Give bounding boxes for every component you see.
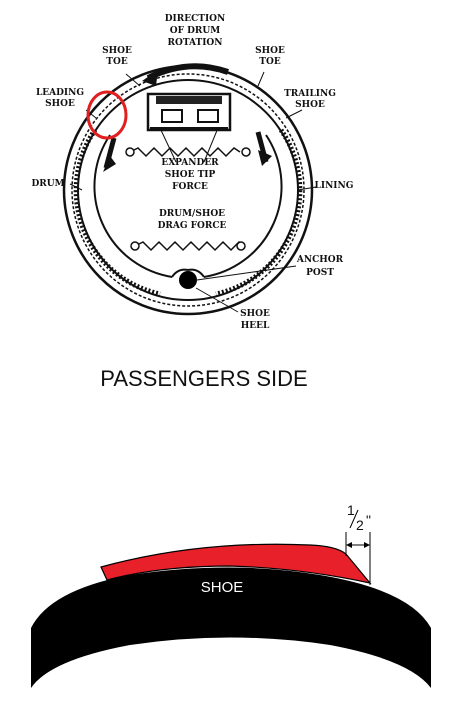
shoe-label: SHOE (201, 579, 244, 596)
leading-shoe-lining (73, 128, 161, 297)
expander-line1: EXPANDER (161, 158, 219, 168)
drum-brake-diagram: DIRECTION OF DRUM ROTATION SHOE TOE SHOE… (31, 14, 353, 331)
expander-piston-right (197, 109, 219, 123)
spring-pin (241, 147, 251, 157)
passengers-side-caption: PASSENGERS SIDE (100, 366, 307, 391)
leading-shoe (93, 134, 173, 278)
spring-pin (236, 241, 246, 251)
direction-label-line1: DIRECTION (165, 14, 226, 24)
spring-pin (130, 241, 140, 251)
trailing-shoe-line1: TRAILING (284, 89, 336, 99)
drag-force-line2: DRAG FORCE (158, 221, 227, 231)
leading-shoe-line2: SHOE (45, 99, 75, 109)
shoe-lining-detail: SHOE 1 2 " (31, 502, 431, 688)
shoe-heel-line1: SHOE (240, 309, 270, 319)
dimension-denominator: 2 (356, 517, 364, 533)
dimension-unit: " (366, 512, 371, 528)
leading-shoe-line1: LEADING (36, 88, 84, 98)
shoe-toe-right-line2: TOE (259, 57, 281, 67)
shoe-heel-right (187, 268, 205, 278)
expander-line3: FORCE (172, 182, 208, 192)
dimension-arrow-left (346, 542, 352, 548)
direction-label-line2: OF DRUM (170, 26, 220, 36)
expander-piston-left (161, 109, 183, 123)
leading-force-arrow-head (103, 156, 116, 172)
anchor-post (179, 271, 197, 289)
trailing-force-arrow-head (258, 150, 272, 166)
trailing-shoe-line2: SHOE (295, 100, 325, 110)
shoe-toe-right-line1: SHOE (255, 46, 285, 56)
trailing-shoe (203, 134, 283, 278)
upper-return-spring (129, 146, 241, 158)
lower-return-spring (134, 240, 246, 252)
drum-label: DRUM (31, 179, 64, 189)
anchor-post-line1: ANCHOR (296, 255, 344, 265)
dimension-fraction-bar (349, 509, 359, 529)
dimension-numerator: 1 (347, 502, 355, 518)
drum-hatch-ring (71, 73, 305, 307)
direction-label-line3: ROTATION (168, 38, 223, 48)
lining-label: LINING (315, 181, 354, 191)
highlight-circle (86, 90, 128, 140)
shoe-heel-left (171, 268, 189, 278)
expander-line2: SHOE TIP (165, 170, 216, 180)
trailing-shoe-lining (215, 128, 303, 297)
shoe-heel-line2: HEEL (241, 321, 270, 331)
rotation-arrow-head (142, 70, 158, 86)
anchor-post-line2: POST (306, 268, 334, 278)
expander-top-bar (156, 96, 222, 104)
dimension-arrow-right (364, 542, 370, 548)
spring-pin (125, 147, 135, 157)
drag-force-line1: DRUM/SHOE (159, 209, 225, 219)
shoe-toe-left-line1: SHOE (102, 46, 132, 56)
shoe-body (31, 567, 431, 688)
shoe-toe-left-line2: TOE (106, 57, 128, 67)
